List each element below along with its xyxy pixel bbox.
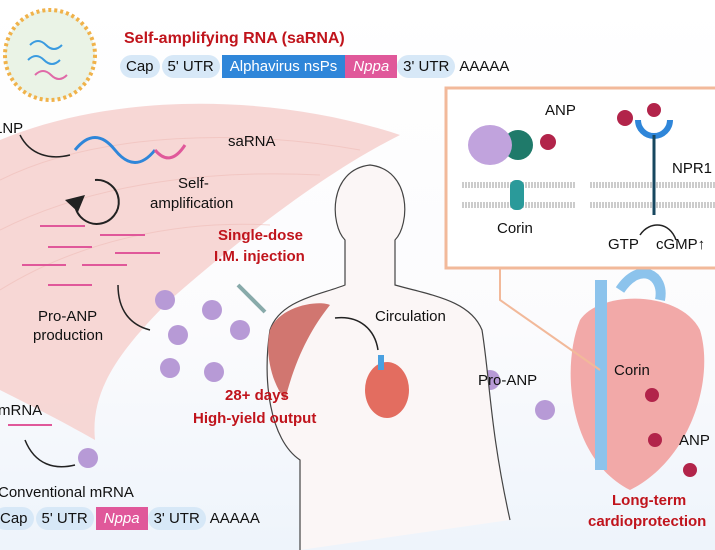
proanp-production-label-2: production <box>33 327 104 344</box>
muscle-tissue <box>0 103 400 440</box>
construct-cap: Cap <box>0 507 34 530</box>
construct-3utr: 3' UTR <box>147 507 206 530</box>
amplification-loop-icon <box>74 178 120 225</box>
construct-polya: AAAAA <box>459 58 510 75</box>
inset-box <box>444 86 715 270</box>
construct-5utr: 5' UTR <box>35 507 94 530</box>
lnp-label: LNP <box>0 120 24 137</box>
anp-molecules <box>645 388 697 477</box>
construct-nppa: Nppa <box>95 507 148 530</box>
syringe-icon <box>236 283 267 314</box>
construct-polya: AAAAA <box>209 510 260 527</box>
inset-npr1-label: NPR1 <box>672 160 713 177</box>
corin-enzyme-icon <box>503 130 533 160</box>
self-amplification-label-1: Self- <box>178 175 209 192</box>
circulation-label: Circulation <box>375 308 446 325</box>
injection-label-2: I.M. injection <box>214 248 305 265</box>
injection-label-1: Single-dose <box>218 227 304 244</box>
outcome-label-1: Long-term <box>612 492 687 509</box>
duration-label-1: 28+ days <box>225 387 289 404</box>
large-heart-icon <box>570 268 705 490</box>
up-arrow-icon: ↑ <box>697 236 706 253</box>
inset-corin-label: Corin <box>497 220 533 237</box>
cgmp-text: cGMP <box>656 236 698 253</box>
sarna-strand-icon <box>73 136 157 164</box>
mrna-label: mRNA <box>0 402 43 419</box>
inset-gtp-label: GTP <box>608 236 639 253</box>
construct-3utr: 3' UTR <box>397 55 456 78</box>
construct-alphavirus-nsps: Alphavirus nsPs <box>221 55 346 78</box>
self-amplification-label-2: amplification <box>150 195 234 212</box>
deltoid-muscle <box>268 303 330 400</box>
proanp-production-label-1: Pro-ANP <box>38 308 98 325</box>
duration-label-2: High-yield output <box>193 410 317 427</box>
heart-corin-label: Corin <box>614 362 650 379</box>
construct-cap: Cap <box>120 55 160 78</box>
heart-anp-label: ANP <box>679 432 710 449</box>
heart-icon <box>365 355 409 418</box>
mrna-title: Conventional mRNA <box>0 484 134 501</box>
pro-anp-label: Pro-ANP <box>478 372 538 389</box>
sarna-title: Self-amplifying RNA (saRNA) <box>124 30 345 47</box>
cell-membrane-icon <box>462 182 715 208</box>
inset-anp-label: ANP <box>545 102 576 119</box>
construct-5utr: 5' UTR <box>161 55 220 78</box>
construct-nppa: Nppa <box>345 55 398 78</box>
inset-cgmp-label: cGMP↑ <box>656 236 705 253</box>
sarna-label: saRNA <box>228 133 276 150</box>
mrna-copies-icon <box>8 225 160 426</box>
outcome-label-2: cardioprotection <box>588 513 707 530</box>
lnp-nanoparticle-icon <box>3 8 97 102</box>
